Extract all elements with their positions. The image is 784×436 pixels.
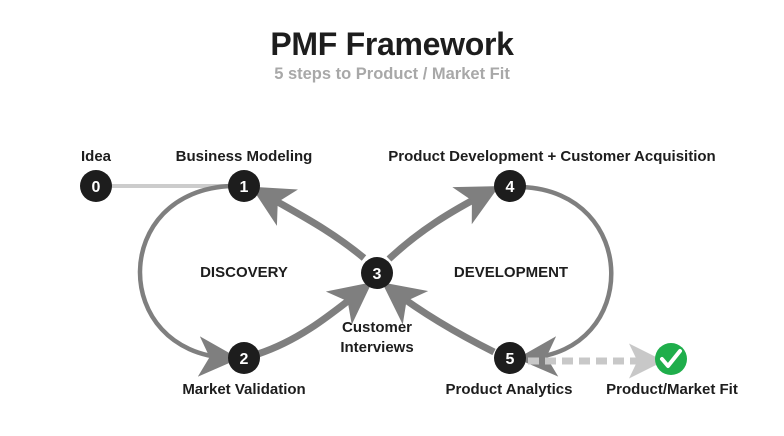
arrow-3-to-1	[251, 186, 367, 261]
checkmark-icon	[660, 349, 682, 368]
page-subtitle: 5 steps to Product / Market Fit	[274, 65, 510, 83]
node-3-number: 3	[373, 266, 382, 283]
arrow-4-to-5	[516, 184, 614, 377]
node-0[interactable]: 0	[80, 170, 112, 202]
node-2[interactable]: 2	[228, 342, 260, 374]
page-title: PMF Framework	[270, 26, 514, 62]
arrow-5-to-3	[381, 282, 496, 356]
node-4-number: 4	[506, 179, 515, 196]
node-2-label: Market Validation	[182, 381, 306, 398]
node-5-label: Product Analytics	[445, 381, 573, 398]
node-3-label-line-1: Customer	[341, 319, 412, 336]
arrow-3-to-4	[386, 186, 500, 262]
phase-development: DEVELOPMENT	[453, 264, 569, 281]
node-1-label: Business Modeling	[175, 148, 313, 165]
node-5-number: 5	[506, 351, 515, 368]
pmf-node[interactable]	[655, 343, 687, 375]
arrow-1-to-2	[137, 183, 240, 377]
node-0-label: Idea	[80, 148, 112, 165]
phase-discovery: DISCOVERY	[200, 264, 288, 281]
node-0-number: 0	[92, 179, 101, 196]
arrow-2-to-3	[256, 282, 372, 358]
node-3-label-line-2: Interviews	[340, 339, 414, 356]
node-3-label: Customer Interviews	[340, 318, 413, 358]
node-1[interactable]: 1	[228, 170, 260, 202]
node-1-number: 1	[240, 179, 249, 196]
pmf-circle	[655, 343, 687, 375]
node-4-label: Product Development + Customer Acquisiti…	[388, 148, 716, 165]
node-3[interactable]: 3	[361, 257, 393, 289]
node-5[interactable]: 5	[494, 342, 526, 374]
node-2-number: 2	[240, 351, 249, 368]
pmf-label: Product/Market Fit	[606, 381, 738, 398]
node-4[interactable]: 4	[494, 170, 526, 202]
